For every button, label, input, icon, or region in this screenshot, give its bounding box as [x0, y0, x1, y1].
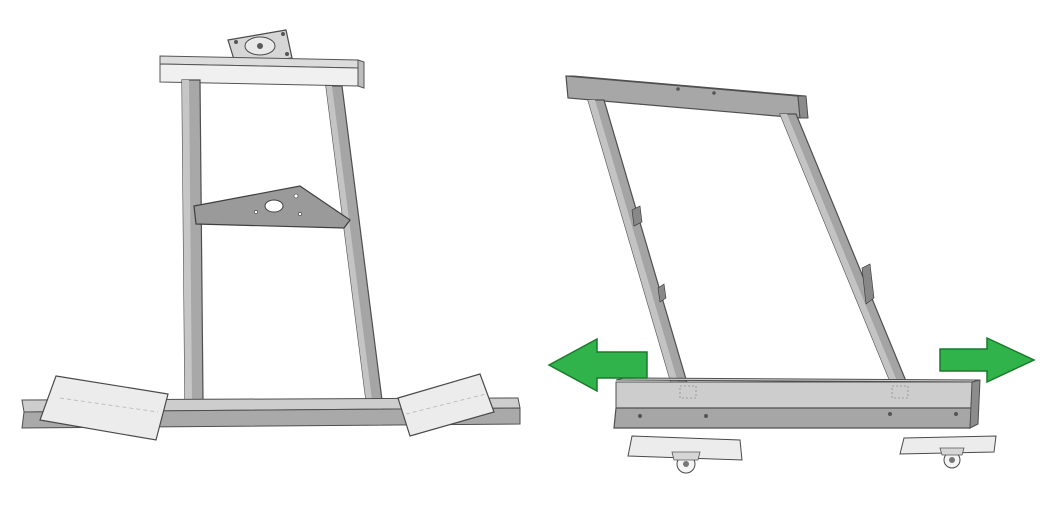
foot-pad-left — [39, 375, 169, 441]
caster-left — [627, 435, 743, 474]
gusset-plate — [193, 185, 351, 229]
arrow-right-icon — [939, 336, 1036, 384]
top-crossbar — [159, 55, 365, 89]
bottom-beam — [613, 377, 981, 429]
left-assembly — [21, 29, 521, 441]
caster-right — [899, 435, 997, 469]
arrow-left-icon — [547, 337, 648, 393]
top-beam — [565, 75, 809, 119]
left-rail — [587, 99, 689, 387]
foot-pad-right — [397, 373, 495, 437]
right-assembly — [565, 75, 997, 474]
left-upright — [181, 79, 204, 401]
